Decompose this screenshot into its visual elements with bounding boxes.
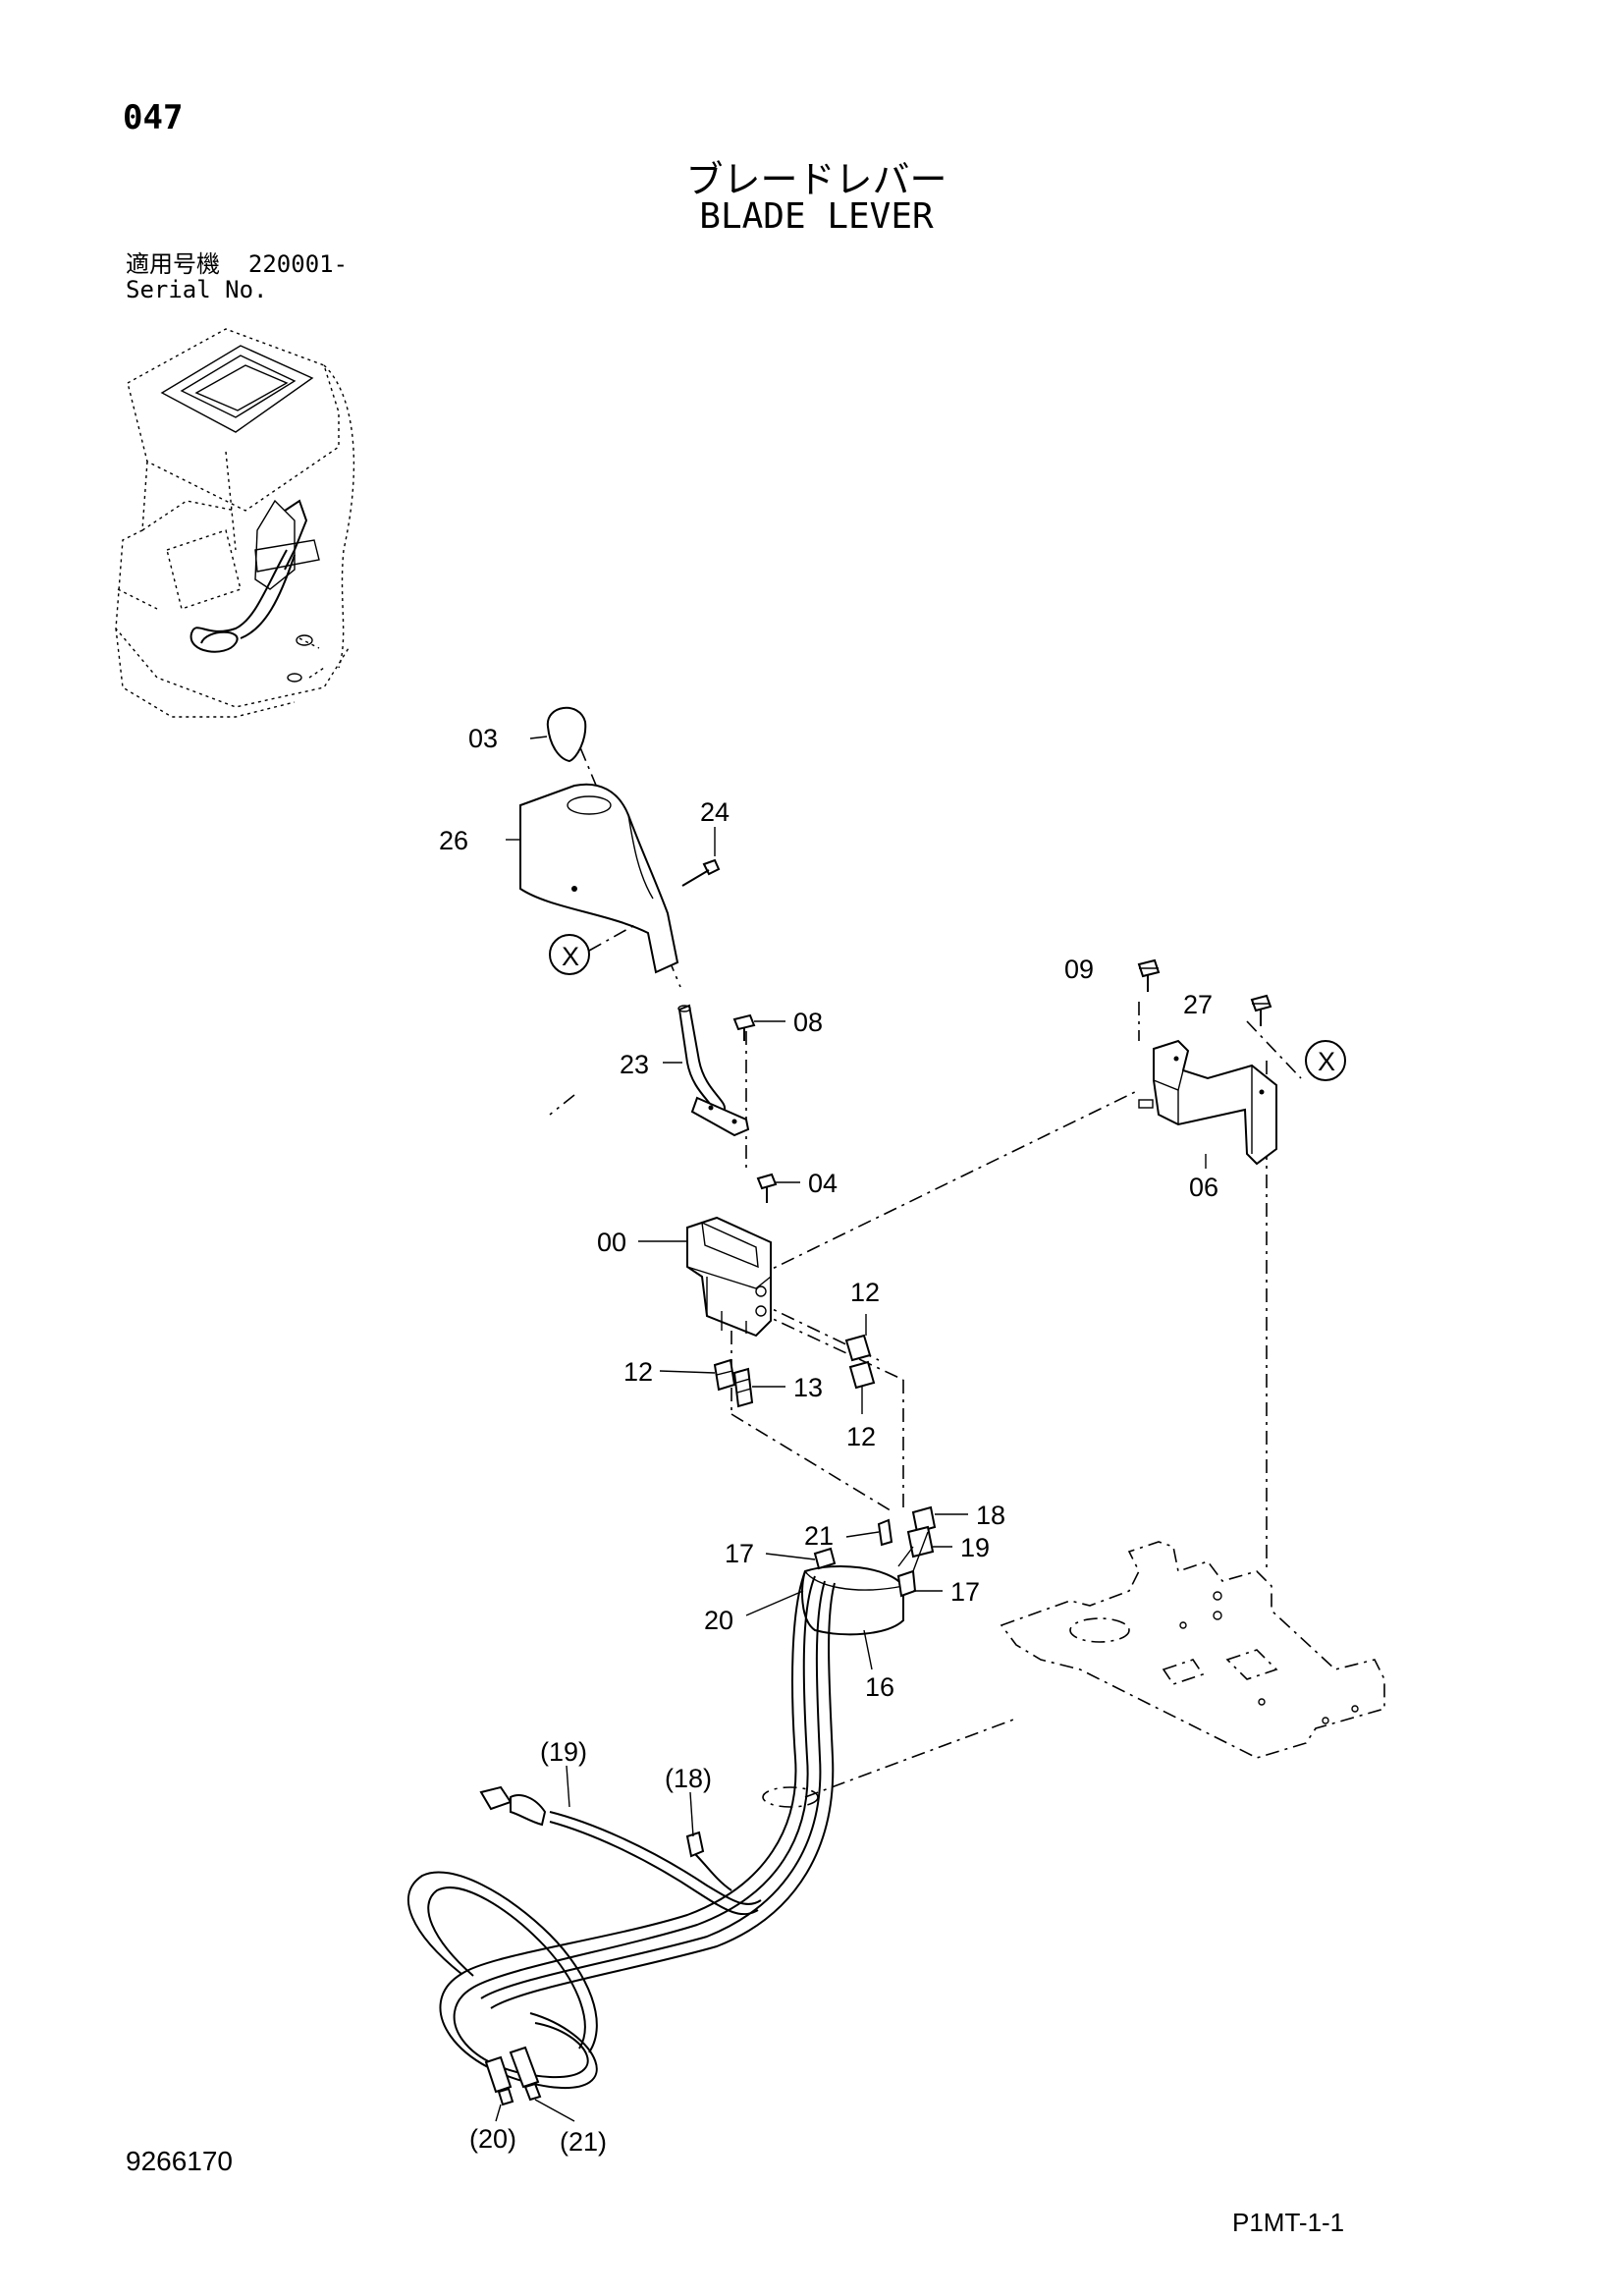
serial-value: 220001-	[247, 250, 349, 278]
lever-knob	[546, 706, 587, 763]
callout-ref-18: (18)	[665, 1764, 712, 1793]
bolt-27	[1250, 994, 1272, 1026]
ref-mark-x-left	[549, 922, 639, 975]
bolt-04	[756, 1173, 778, 1203]
callout-03: 03	[468, 724, 498, 753]
ref-mark-x-left-label: X	[562, 942, 579, 971]
callout-12-left: 12	[623, 1357, 653, 1387]
hoses	[406, 1570, 836, 2106]
callout-ref-20: (20)	[469, 2124, 516, 2154]
hose-clamp	[801, 1547, 917, 1636]
fitting-12-right	[844, 1334, 876, 1390]
document-code: 9266170	[126, 2146, 234, 2176]
callout-08: 08	[793, 1008, 823, 1037]
lever-rod	[677, 1004, 750, 1137]
bolt-09	[1137, 958, 1161, 992]
callout-00: 00	[597, 1228, 626, 1257]
callout-13: 13	[793, 1373, 823, 1402]
page-number: 047	[123, 98, 184, 137]
callout-17-left: 17	[725, 1539, 754, 1568]
callout-27: 27	[1183, 990, 1213, 1019]
fitting-12-left	[713, 1358, 736, 1392]
callout-04: 04	[808, 1169, 838, 1198]
callout-16: 16	[865, 1672, 894, 1702]
callout-09: 09	[1064, 955, 1094, 984]
valve-bracket	[1138, 1039, 1277, 1166]
fitting-13	[732, 1367, 754, 1408]
serial-label-en: Serial No.	[126, 276, 268, 303]
page-code: P1MT-1-1	[1232, 2208, 1345, 2237]
bolt-24	[681, 858, 721, 887]
floor-plate	[1000, 1541, 1385, 1759]
callout-06: 06	[1189, 1173, 1218, 1202]
bolt-08	[732, 1013, 756, 1041]
callout-18: 18	[976, 1501, 1005, 1530]
title-japanese: ブレードレバー	[685, 158, 947, 201]
adapters	[877, 1505, 937, 1572]
callout-23: 23	[620, 1050, 649, 1079]
serial-label-jp: 適用号機	[126, 250, 220, 278]
callout-24: 24	[700, 797, 730, 827]
ref-mark-x-right	[1305, 1040, 1346, 1081]
callout-20: 20	[704, 1606, 733, 1635]
serial-block: 適用号機 220001- Serial No.	[126, 251, 348, 302]
serial-row-jp: 適用号機 220001-	[126, 251, 348, 277]
pilot-valve	[686, 1216, 772, 1338]
phantom-lines	[549, 721, 1302, 1798]
title-english: BLADE LEVER	[699, 196, 934, 237]
machine-location-inset	[115, 328, 355, 718]
callout-21: 21	[804, 1521, 834, 1551]
callout-12-bottom: 12	[846, 1422, 876, 1451]
callout-labels: 03 26 24 X X 23 08 04 00 09 27 06 12 12 …	[439, 724, 1335, 2157]
ref-mark-x-right-label: X	[1318, 1047, 1335, 1076]
leader-lines	[495, 736, 1270, 2122]
callout-12-top: 12	[850, 1278, 880, 1307]
callout-ref-19: (19)	[540, 1737, 587, 1767]
callout-17-right: 17	[950, 1577, 980, 1607]
callout-26: 26	[439, 826, 468, 855]
lever-cover	[519, 783, 679, 974]
callout-ref-21: (21)	[560, 2127, 607, 2157]
callout-19: 19	[960, 1533, 990, 1562]
